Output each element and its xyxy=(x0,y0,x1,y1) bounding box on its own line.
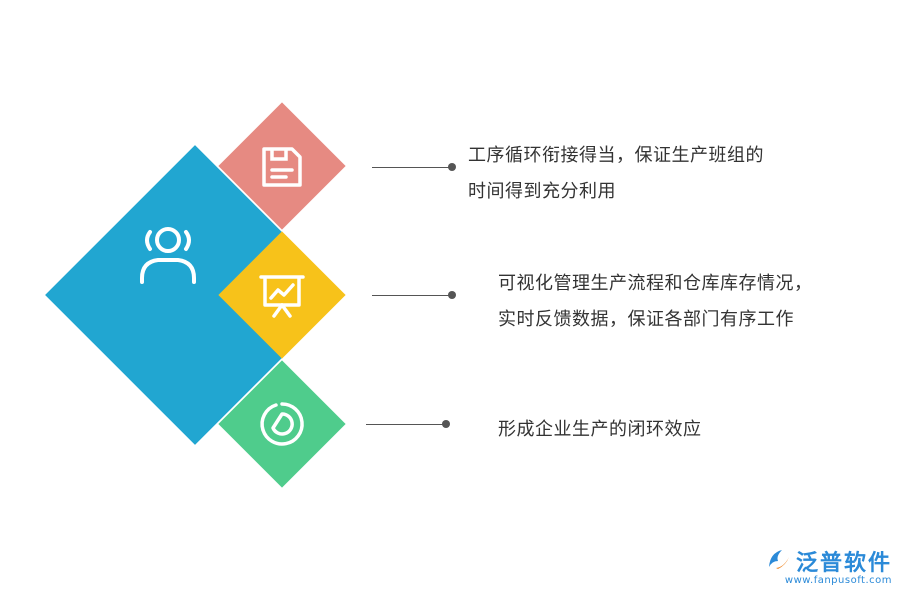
connector-dot-2 xyxy=(448,291,456,299)
connector-line-1 xyxy=(372,167,452,168)
item-2-text: 可视化管理生产流程和仓库库存情况， 实时反馈数据，保证各部门有序工作 xyxy=(498,266,813,338)
item-2-line-2: 实时反馈数据，保证各部门有序工作 xyxy=(498,309,794,330)
person-icon xyxy=(128,220,208,292)
pie-chart-icon xyxy=(258,400,306,448)
logo-url: www.fanpusoft.com xyxy=(784,575,892,586)
document-icon xyxy=(258,143,306,191)
logo-mark-icon xyxy=(766,547,792,575)
item-2-line-1: 可视化管理生产流程和仓库库存情况， xyxy=(498,273,813,294)
connector-dot-3 xyxy=(442,420,450,428)
connector-line-3 xyxy=(366,424,446,425)
connector-dot-1 xyxy=(448,163,456,171)
item-1-text: 工序循环衔接得当，保证生产班组的 时间得到充分利用 xyxy=(468,138,764,210)
item-1-line-1: 工序循环衔接得当，保证生产班组的 xyxy=(468,145,764,166)
item-3-line-1: 形成企业生产的闭环效应 xyxy=(498,419,702,440)
presentation-chart-icon xyxy=(257,271,307,319)
brand-logo: 泛普软件 www.fanpusoft.com xyxy=(766,545,892,586)
logo-name: 泛普软件 xyxy=(795,551,892,576)
item-3-text: 形成企业生产的闭环效应 xyxy=(498,412,702,448)
connector-line-2 xyxy=(372,295,452,296)
item-1-line-2: 时间得到充分利用 xyxy=(468,181,616,202)
